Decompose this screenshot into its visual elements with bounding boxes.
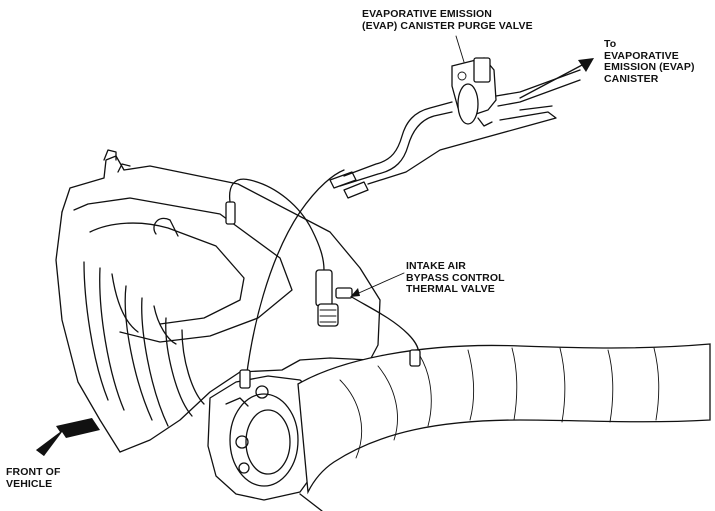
front-label-line-1: FRONT OF [6, 466, 61, 478]
bypass-thermal-valve [315, 269, 353, 327]
front-of-vehicle-label: FRONT OF VEHICLE [6, 466, 61, 490]
canister-arrow-shaft [519, 63, 585, 99]
purge-leader [455, 35, 465, 63]
bypass-valve-label-line-3: THERMAL VALVE [406, 283, 495, 295]
bypass-valve-label-line-1: INTAKE AIR [406, 260, 466, 272]
canister-label-line-2: EVAPORATIVE [604, 49, 679, 62]
lower-bracket [299, 493, 323, 511]
canister-arrowhead [578, 58, 594, 72]
front-label-line-2: VEHICLE [6, 477, 53, 490]
bypass-leader-arrowhead [350, 288, 360, 297]
bypass-valve-label: INTAKE AIR BYPASS CONTROL THERMAL VALVE [406, 260, 505, 296]
canister-label: To EVAPORATIVE EMISSION (EVAP) CANISTER [604, 38, 695, 85]
purge-valve-label-line-1: EVAPORATIVE EMISSION [362, 8, 492, 20]
purge-valve-label-line-2: (EVAP) CANISTER PURGE VALVE [362, 19, 533, 32]
canister-label-line-3: EMISSION (EVAP) [604, 61, 695, 73]
canister-label-line-4: CANISTER [604, 72, 659, 85]
intake-manifold [55, 149, 381, 453]
front-arrow-icon [36, 418, 100, 456]
bypass-leader [351, 272, 405, 297]
purge-valve [451, 57, 497, 127]
bypass-valve-label-line-2: BYPASS CONTROL [406, 271, 505, 284]
air-intake-hose [297, 343, 711, 495]
purge-valve-label: EVAPORATIVE EMISSION (EVAP) CANISTER PUR… [362, 8, 533, 32]
vacuum-hoses [225, 169, 421, 389]
canister-label-line-1: To [604, 38, 617, 50]
